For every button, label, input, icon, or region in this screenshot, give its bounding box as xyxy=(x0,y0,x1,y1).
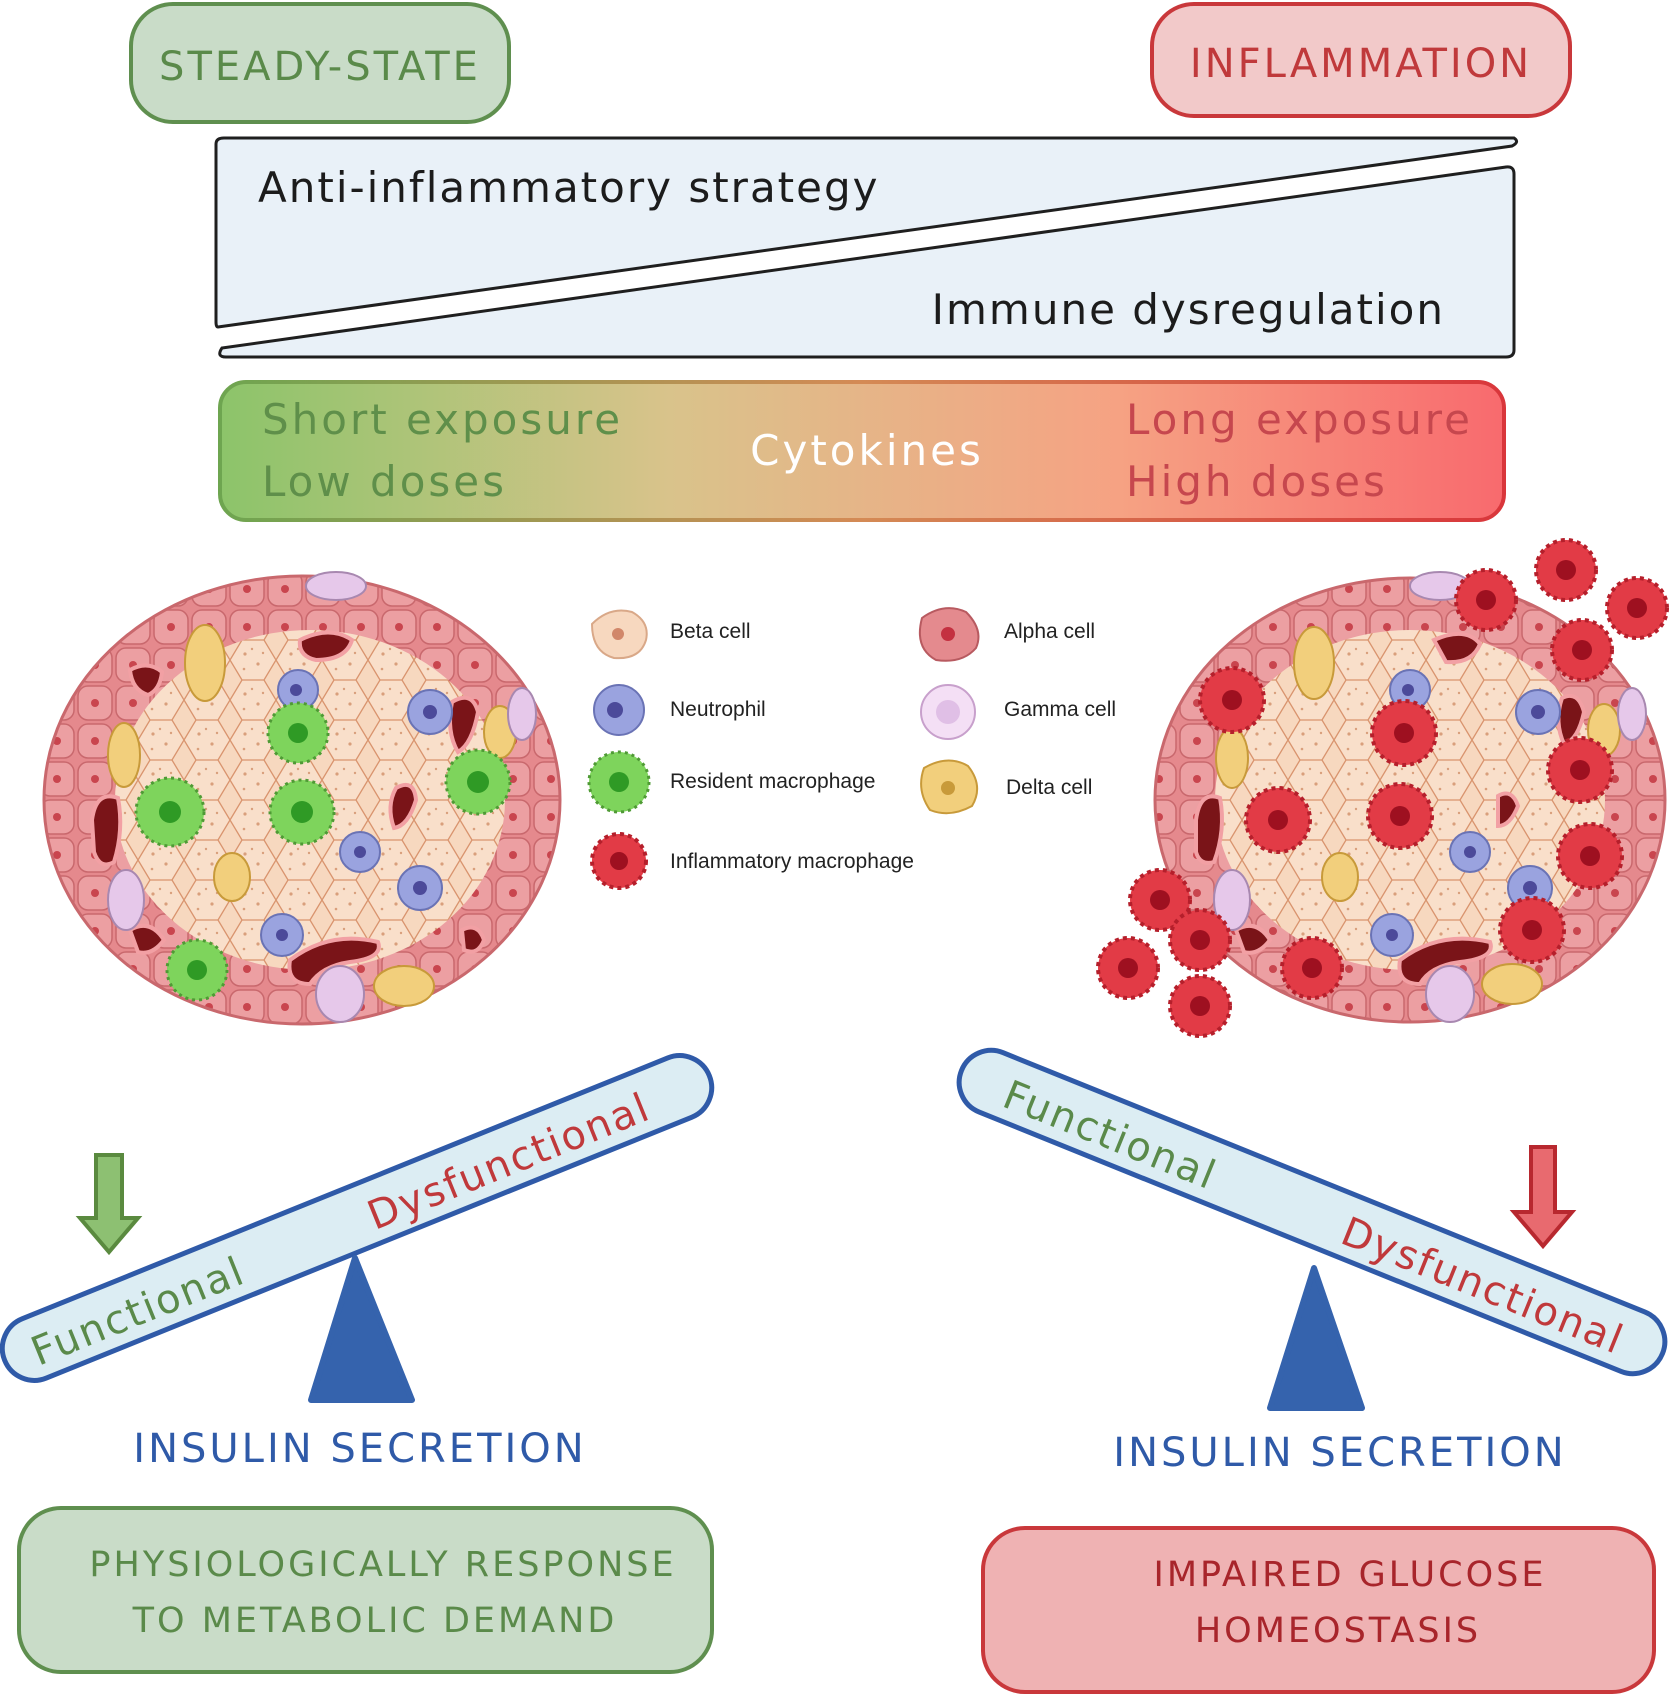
legend-gamma-label: Gamma cell xyxy=(1004,698,1116,721)
steady-state-header: STEADY-STATE xyxy=(129,2,511,124)
right-outcome-box: IMPAIRED GLUCOSE HOMEOSTASIS xyxy=(981,1526,1656,1694)
legend-resident-macrophage-label: Resident macrophage xyxy=(670,770,875,793)
legend-gamma: Gamma cell xyxy=(920,684,1116,740)
legend-resident-macrophage: Resident macrophage xyxy=(587,750,875,814)
legend-alpha: Alpha cell xyxy=(918,607,1095,662)
anti-inflammatory-label: Anti-inflammatory strategy xyxy=(258,163,880,212)
legend-inflammatory-macrophage: Inflammatory macrophage xyxy=(590,832,914,890)
inflammation-label: INFLAMMATION xyxy=(1190,41,1532,87)
low-doses-label: Low doses xyxy=(262,457,507,506)
long-exposure-label: Long exposure xyxy=(1126,395,1473,444)
right-fulcrum-triangle xyxy=(1267,1265,1365,1411)
left-balance: Functional Dysfunctional INSULIN SECRETI… xyxy=(0,1053,715,1472)
left-outcome-line1: PHYSIOLOGICALLY RESPONSE xyxy=(89,1545,676,1585)
legend-alpha-label: Alpha cell xyxy=(1004,620,1095,643)
left-insulin-secretion-label: INSULIN SECRETION xyxy=(133,1426,586,1472)
high-doses-label: High doses xyxy=(1126,457,1388,506)
immune-dysregulation-label: Immune dysregulation xyxy=(932,285,1445,334)
legend-inflammatory-macrophage-label: Inflammatory macrophage xyxy=(670,850,914,873)
left-fulcrum-triangle xyxy=(308,1255,415,1403)
right-insulin-secretion-label: INSULIN SECRETION xyxy=(1113,1430,1566,1476)
right-down-arrow-icon xyxy=(1509,1145,1577,1250)
cytokines-gradient-bar: Short exposure Low doses Cytokines Long … xyxy=(218,380,1506,522)
inflammation-header: INFLAMMATION xyxy=(1150,2,1572,118)
legend-delta-label: Delta cell xyxy=(1006,776,1092,799)
legend-neutrophil: Neutrophil xyxy=(593,684,766,736)
cytokines-label: Cytokines xyxy=(750,426,984,475)
legend-beta: Beta cell xyxy=(590,609,751,660)
islet-inflammation xyxy=(1096,538,1669,1038)
steady-state-label: STEADY-STATE xyxy=(159,44,481,90)
legend-delta: Delta cell xyxy=(920,759,1092,815)
strategy-wedge: Anti-inflammatory strategy Immune dysreg… xyxy=(214,136,1519,359)
left-outcome-line2: TO METABOLIC DEMAND xyxy=(132,1601,618,1641)
right-outcome-line1: IMPAIRED GLUCOSE xyxy=(1154,1555,1547,1595)
islet-steady-state xyxy=(42,571,562,1026)
legend-neutrophil-label: Neutrophil xyxy=(670,698,766,721)
right-outcome-line2: HOMEOSTASIS xyxy=(1195,1611,1481,1651)
cell-legend: Beta cell Alpha cell Neutrophil Gamma ce… xyxy=(587,607,1116,890)
legend-beta-label: Beta cell xyxy=(670,620,751,643)
left-down-arrow-icon xyxy=(75,1153,143,1256)
left-outcome-box: PHYSIOLOGICALLY RESPONSE TO METABOLIC DE… xyxy=(17,1506,714,1674)
short-exposure-label: Short exposure xyxy=(262,395,623,444)
right-balance: Functional Dysfunctional INSULIN SECRETI… xyxy=(956,1047,1668,1476)
